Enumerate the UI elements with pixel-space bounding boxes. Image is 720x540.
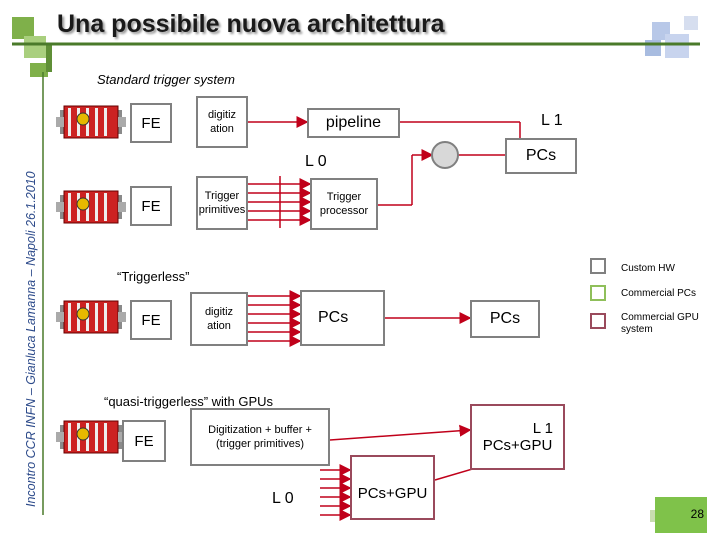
gpu-l0-box: PCs+GPU xyxy=(350,455,435,520)
pcs-box-right: PCs xyxy=(470,300,540,338)
fe-box: FE xyxy=(130,300,172,340)
legend-label-commercial-gpu: Commercial GPU system xyxy=(621,312,699,335)
section-quasi-heading: “quasi-triggerless” with GPUs xyxy=(104,394,274,409)
digitization-label: digitiz ation xyxy=(204,306,234,332)
pipeline-box: pipeline xyxy=(307,108,400,138)
footer-credit: Incontro CCR INFN – Gianluca Lamanna – N… xyxy=(24,171,38,507)
detector-icon xyxy=(55,300,127,334)
pcs-gpu-label: PCs+GPU xyxy=(482,437,553,454)
corner-decoration-top-right xyxy=(645,16,698,58)
fe-label: FE xyxy=(141,197,161,215)
fe-label: FE xyxy=(141,311,161,329)
legend-swatch-commercial-gpu xyxy=(590,313,606,329)
pcs-label: PCs xyxy=(525,147,557,164)
digitization-box: digitiz ation xyxy=(196,96,248,148)
legend-label-custom-hw: Custom HW xyxy=(621,263,675,274)
detector-icon xyxy=(55,190,127,224)
fe-label: FE xyxy=(134,432,154,450)
digitization-label: digitiz ation xyxy=(207,109,237,135)
l1-label: L 1 xyxy=(532,420,553,437)
pcs-label: PCs xyxy=(318,309,349,326)
l1-label: L 1 xyxy=(541,112,563,129)
gpu-l1-box: L 1 PCs+GPU xyxy=(470,404,565,470)
page-title: Una possibile nuova architettura xyxy=(57,10,445,38)
digitization-buffer-label: Digitization + buffer + (trigger primiti… xyxy=(208,424,312,450)
trigger-primitives-label: Trigger primitives xyxy=(198,190,246,216)
trigger-processor-label: Trigger processor xyxy=(319,191,369,217)
detector-icon xyxy=(55,105,127,139)
l0-label: L 0 xyxy=(305,153,327,170)
page-number: 28 xyxy=(655,497,707,533)
legend-swatch-custom-hw xyxy=(590,258,606,274)
fe-box: FE xyxy=(130,186,172,226)
fe-label: FE xyxy=(141,114,161,132)
l0-label: L 0 xyxy=(272,490,294,507)
pipeline-label: pipeline xyxy=(325,114,382,131)
pcs-label: PCs xyxy=(489,310,521,327)
corner-decoration-top-left xyxy=(12,17,52,77)
legend-swatch-commercial-pcs xyxy=(590,285,606,301)
digitization-box: digitiz ation xyxy=(190,292,248,346)
fe-box: FE xyxy=(130,103,172,143)
trigger-processor-box: Trigger processor xyxy=(310,178,378,230)
digitization-buffer-box: Digitization + buffer + (trigger primiti… xyxy=(190,408,330,466)
trigger-primitives-box: Trigger primitives xyxy=(196,176,248,230)
detector-icon xyxy=(55,420,127,454)
fe-box: FE xyxy=(122,420,166,462)
legend-label-commercial-pcs: Commercial PCs xyxy=(621,288,697,299)
pcs-gpu-label: PCs+GPU xyxy=(357,485,428,502)
pcs-box: PCs xyxy=(300,290,385,346)
section-triggerless-heading: “Triggerless” xyxy=(117,269,190,284)
l1-decision-node xyxy=(431,141,459,169)
pcs-box: PCs xyxy=(505,138,577,174)
section-standard-heading: Standard trigger system xyxy=(97,72,236,87)
